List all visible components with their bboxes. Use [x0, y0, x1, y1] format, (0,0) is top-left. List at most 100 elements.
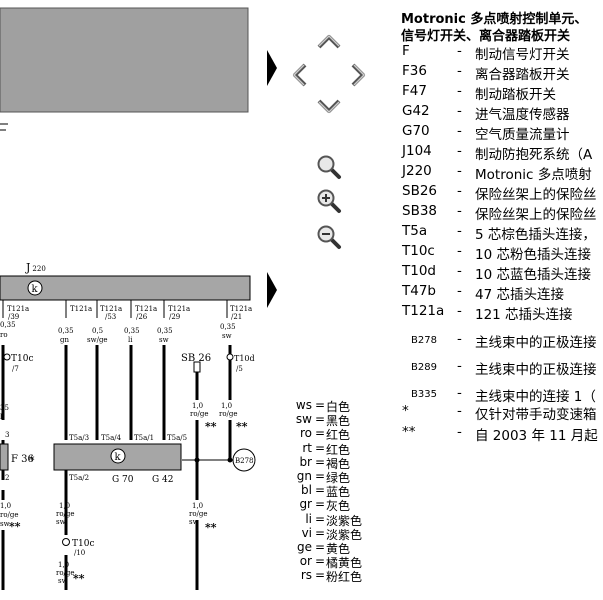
legend-code: B289	[411, 362, 437, 373]
left-mark-3: 3	[5, 431, 9, 439]
lower-wire2-gauge: 1,0	[192, 502, 203, 510]
f36-label: F 36	[11, 454, 34, 465]
color-equals: =	[315, 525, 326, 540]
color-abbr: ge	[297, 540, 312, 554]
pan-right-icon[interactable]	[350, 62, 368, 88]
lower-wire-gauge: 1,0	[59, 502, 70, 510]
lower-wire3-color: ro/ge	[56, 569, 75, 577]
legend-code: T10c	[402, 243, 435, 259]
legend-code: G70	[402, 123, 430, 139]
fuse-wire-color-1: ro/ge	[190, 410, 209, 418]
box-pin-1: T5a/3	[69, 434, 89, 442]
legend-item: F-制动信号灯开关	[399, 43, 603, 63]
legend-dash: -	[457, 103, 462, 119]
legend-dash: -	[457, 223, 462, 239]
stars-3: **	[205, 521, 217, 534]
g70-label: G 70	[112, 475, 134, 485]
color-equals: =	[315, 497, 326, 512]
pan-down-icon[interactable]	[316, 98, 342, 116]
legend-dash: -	[457, 123, 462, 139]
wire-color-1: ro	[0, 331, 8, 339]
left-mark-7: sw	[0, 520, 10, 528]
legend-dash: -	[457, 43, 462, 59]
legend-desc: 自 2003 年 11 月起	[475, 428, 598, 444]
legend-dash: -	[457, 303, 462, 319]
wire-color-5: sw	[159, 336, 169, 344]
color-name: 橘黄色	[326, 556, 363, 571]
legend-item: SB38-保险丝架上的保险丝	[399, 203, 603, 223]
color-name: 绿色	[326, 471, 351, 485]
legend-desc: 仅针对带手动变速箱	[475, 407, 597, 423]
legend-dash: -	[457, 403, 462, 419]
legend-code: **	[402, 424, 416, 440]
legend-item: *-仅针对带手动变速箱	[399, 403, 603, 423]
legend-dash: -	[457, 385, 462, 401]
legend-desc: 制动防抱死系统（A	[475, 147, 593, 163]
b278-connector	[232, 448, 256, 472]
color-abbr: br	[299, 454, 312, 469]
color-abbr: ws	[295, 398, 312, 412]
legend-dash: -	[457, 83, 462, 99]
wire-gauge-4: 0,35	[124, 327, 140, 335]
conn-label-1-bottom: /39	[8, 313, 19, 321]
legend-code: T121a	[402, 303, 445, 319]
color-abbr: bl	[301, 483, 312, 498]
color-abbr: gn	[296, 469, 312, 483]
fuse-wire-gauge-2: 1,0	[221, 402, 232, 410]
color-equals: =	[315, 398, 326, 412]
ground-symbol-k: k	[32, 284, 39, 295]
legend-code: G42	[402, 103, 430, 119]
legend-dash: -	[457, 183, 462, 199]
fuse-wire-color-2: ro/ge	[219, 410, 238, 418]
legend-dash: -	[457, 163, 462, 179]
legend-code: F36	[402, 63, 427, 79]
expand-arrow-top-icon[interactable]	[266, 50, 278, 86]
color-abbr: sw	[295, 412, 312, 427]
legend-desc: 制动信号灯开关	[475, 47, 570, 63]
conn-label-4-top: T121a	[168, 305, 190, 313]
color-equals: =	[315, 469, 326, 483]
legend-title-line1: Motronic 多点喷射控制单元、	[401, 12, 588, 27]
wire-gauge-3: 0,5	[92, 327, 103, 335]
legend-desc: 空气质量流量计	[475, 127, 570, 143]
legend-item: SB26-保险丝架上的保险丝	[399, 183, 603, 203]
legend-dash: -	[457, 358, 462, 374]
legend-item: B335-主线束中的连接 1（	[399, 385, 603, 405]
legend-code: T10d	[402, 263, 436, 279]
color-equals: =	[315, 511, 326, 526]
pan-left-icon[interactable]	[290, 62, 308, 88]
zoom-fit-icon[interactable]	[316, 154, 342, 180]
t10d-pin: /5	[236, 365, 243, 373]
legend-desc: 47 芯插头连接	[475, 287, 564, 303]
color-name: 白色	[326, 400, 351, 414]
left-mark-6: ro/ge	[0, 511, 19, 519]
wire-color-6: sw	[222, 332, 232, 340]
zoom-out-icon[interactable]	[316, 224, 342, 250]
wire-gauge-5: 0,35	[157, 327, 173, 335]
left-mark-1: 35	[0, 404, 9, 412]
color-name: 红色	[326, 428, 351, 443]
wire-color-4: li	[128, 336, 133, 344]
legend-code: B335	[411, 389, 437, 400]
legend-item: **-自 2003 年 11 月起	[399, 424, 603, 444]
color-name: 褐色	[326, 456, 351, 471]
legend-item: F36-离合器踏板开关	[399, 63, 603, 83]
wire-color-2: gn	[60, 336, 69, 344]
t10d-label: T10d	[234, 354, 255, 363]
color-name: 灰色	[326, 499, 351, 514]
collapsed-panel	[0, 7, 249, 113]
lower-wire2-color: ro/ge	[189, 510, 208, 518]
stars-5: **	[9, 520, 21, 533]
expand-arrow-bottom-icon[interactable]	[266, 272, 278, 308]
conn-label-2-top: T121a	[70, 305, 92, 313]
pan-up-icon[interactable]	[316, 32, 342, 50]
f36-star: *	[29, 454, 35, 467]
legend-code: T5a	[402, 223, 428, 239]
zoom-in-icon[interactable]	[316, 188, 342, 214]
legend-item: T47b-47 芯插头连接	[399, 283, 603, 303]
stars-4: **	[73, 572, 85, 585]
left-mark-2: li	[0, 413, 5, 421]
legend-desc: Motronic 多点喷射	[475, 167, 592, 183]
navigation-controls	[262, 0, 397, 600]
